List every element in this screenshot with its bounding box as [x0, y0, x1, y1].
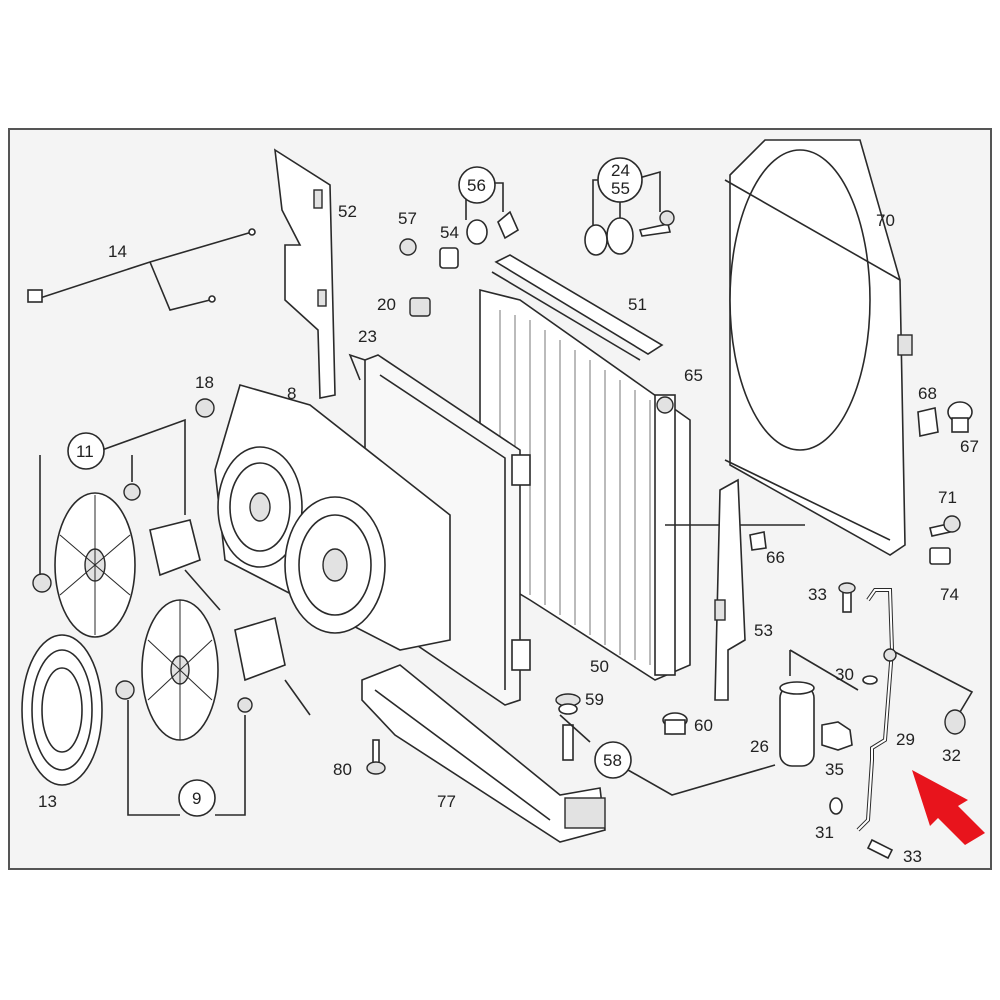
label-58: 58: [603, 751, 622, 770]
clip-74: [929, 547, 951, 565]
label-55: 55: [611, 179, 630, 198]
label-59: 59: [585, 690, 604, 709]
clip-20: [409, 297, 431, 317]
seal-strip-51: [491, 254, 664, 361]
bolt-80: [366, 739, 386, 775]
label-9: 9: [192, 789, 201, 808]
clip-54: [439, 247, 459, 269]
label-56: 56: [467, 176, 486, 195]
wiring-harness: [27, 228, 256, 311]
label-51: 51: [628, 295, 647, 314]
label-14: 14: [108, 242, 127, 261]
label-68: 68: [918, 384, 937, 403]
cap-60: [662, 712, 688, 735]
fitting-59: [555, 693, 581, 715]
label-50: 50: [590, 657, 609, 676]
bracket-35: [821, 721, 853, 751]
label-13: 13: [38, 792, 57, 811]
label-65: 65: [684, 366, 703, 385]
bracket-53: [714, 478, 746, 701]
fan-blade-9: [115, 599, 311, 816]
label-31: 31: [815, 823, 834, 842]
bolt-71: [929, 515, 961, 537]
label-35: 35: [825, 760, 844, 779]
radiator-50: [479, 288, 691, 681]
air-duct-77: [361, 664, 606, 843]
indicator-arrow: [912, 770, 985, 845]
callout-labels: 14 52 57 54 56 24 55 70 20 51 23 65 18 8…: [38, 161, 979, 866]
valve-58: [559, 714, 776, 796]
label-67: 67: [960, 437, 979, 456]
bolt-33-bottom: [866, 838, 894, 860]
label-33-bottom: 33: [903, 847, 922, 866]
washer-30: [862, 675, 878, 685]
callout-circles: [67, 157, 643, 817]
label-60: 60: [694, 716, 713, 735]
label-24: 24: [611, 161, 630, 180]
label-74: 74: [940, 585, 959, 604]
oring-31: [829, 797, 843, 815]
label-70: 70: [876, 211, 895, 230]
bolt-33-top: [838, 582, 856, 613]
label-33-top: 33: [808, 585, 827, 604]
fastener-57: [399, 238, 417, 256]
mounts-24-55: [584, 170, 675, 256]
label-53: 53: [754, 621, 773, 640]
label-20: 20: [377, 295, 396, 314]
fan-guard-13: [21, 634, 103, 786]
fan-housing-8: [195, 384, 451, 651]
label-11: 11: [76, 442, 94, 461]
ac-line-29: [856, 588, 974, 832]
receiver-drier-26: [779, 649, 859, 767]
nut-32: [944, 709, 966, 735]
label-52: 52: [338, 202, 357, 221]
bracket-52: [274, 148, 336, 399]
label-26: 26: [750, 737, 769, 756]
label-18: 18: [195, 373, 214, 392]
label-8: 8: [287, 384, 296, 403]
grommet-67: [947, 401, 973, 433]
label-80: 80: [333, 760, 352, 779]
label-30: 30: [835, 665, 854, 684]
clip-68: [917, 407, 939, 437]
label-54: 54: [440, 223, 459, 242]
fan-blade-11: [32, 418, 221, 638]
label-57: 57: [398, 209, 417, 228]
label-66: 66: [766, 548, 785, 567]
fan-shroud-70: [724, 139, 913, 556]
label-32: 32: [942, 746, 961, 765]
label-23: 23: [358, 327, 377, 346]
label-71: 71: [938, 488, 957, 507]
label-77: 77: [437, 792, 456, 811]
label-29: 29: [896, 730, 915, 749]
